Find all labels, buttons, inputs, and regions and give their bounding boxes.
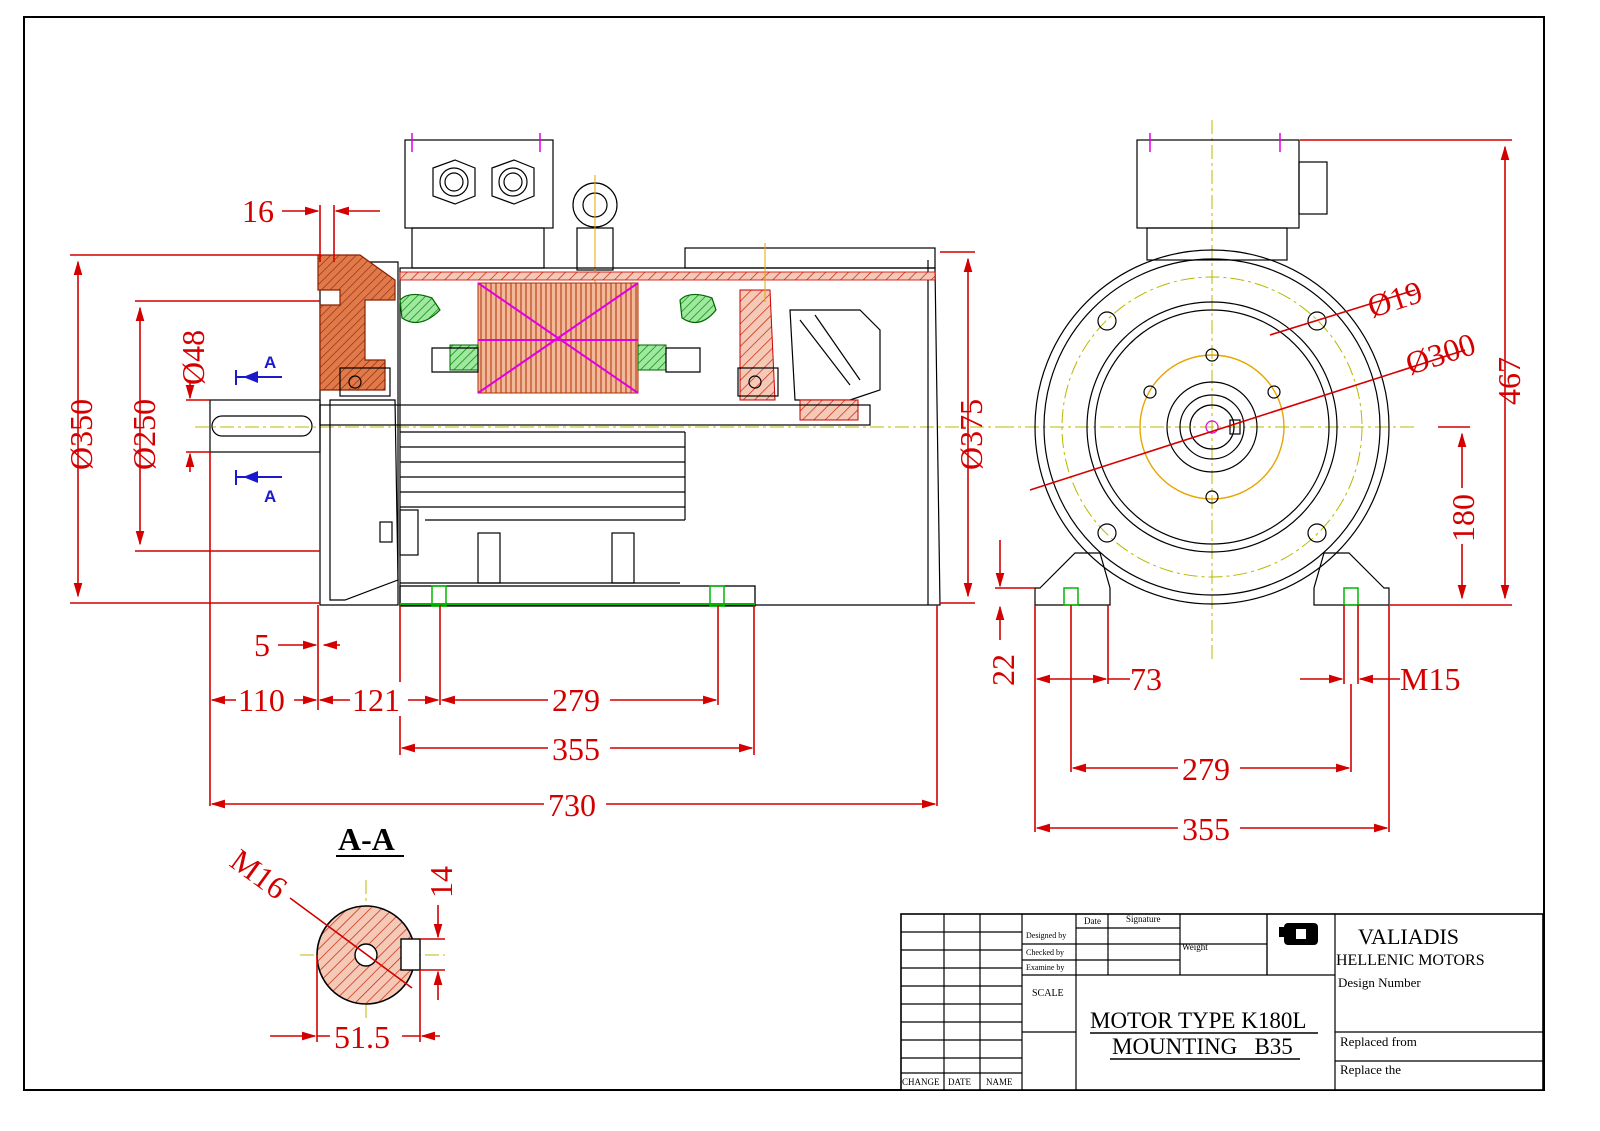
section-marker-label: A	[264, 487, 276, 506]
section-a-a: A-A M16 14 51.5	[224, 821, 459, 1055]
cable-gland-icon	[432, 159, 476, 205]
drawing-border	[23, 16, 1545, 1091]
tb-weight: Weight	[1182, 942, 1208, 952]
section-marker-top: A	[235, 353, 282, 385]
title-block: CHANGE DATE NAME Date Signature Designed…	[900, 913, 1544, 1091]
tb-motor-type: MOTOR TYPE K180L	[1090, 1008, 1306, 1033]
tb-signature: Signature	[1126, 914, 1161, 924]
section-marker-label: A	[264, 353, 276, 372]
dim-51-5: 51.5	[334, 1019, 390, 1055]
tb-company-subtitle: HELLENIC MOTORS	[1336, 952, 1485, 969]
tb-replaced-from: Replaced from	[1340, 1034, 1417, 1049]
tb-company-name: VALIADIS	[1358, 924, 1459, 949]
tb-mounting: MOUNTING B35	[1112, 1034, 1293, 1059]
dim-467: 467	[1491, 357, 1527, 405]
bolt-holes	[1097, 311, 1327, 543]
dim-d375: Ø375	[953, 399, 989, 470]
tb-design-number: Design Number	[1338, 975, 1421, 990]
dim-355-front: 355	[1182, 811, 1230, 847]
dim-14: 14	[423, 866, 459, 898]
dim-279-front: 279	[1182, 751, 1230, 787]
section-marker-bottom: A	[235, 470, 282, 506]
dim-d300: Ø300	[1401, 325, 1480, 381]
dim-22: 22	[985, 654, 1021, 686]
side-view-dimensions: 16 Ø350 Ø250 Ø48 Ø375 5	[63, 193, 989, 823]
dim-5: 5	[254, 627, 270, 663]
dim-110: 110	[238, 682, 285, 718]
dim-m16: M16	[224, 842, 294, 907]
front-view: Ø19 Ø300 467 180 22 73	[985, 120, 1527, 847]
tb-scale: SCALE	[1032, 988, 1064, 999]
dim-d19: Ø19	[1363, 273, 1427, 324]
tb-examined-by: Examine by	[1026, 963, 1064, 972]
tb-designed-by: Designed by	[1026, 931, 1066, 940]
company-logo-icon	[1279, 923, 1318, 945]
dim-355: 355	[552, 731, 600, 767]
dim-180: 180	[1445, 494, 1481, 542]
cable-gland-icon	[491, 159, 535, 205]
dim-121: 121	[352, 682, 400, 718]
front-view-dimensions: Ø19 Ø300 467 180 22 73	[985, 139, 1527, 847]
dim-m15: M15	[1400, 661, 1460, 697]
side-view: A A 16 Ø350 Ø250	[63, 133, 1010, 823]
dim-d48: Ø48	[175, 330, 211, 385]
tb-replace-the: Replace the	[1340, 1062, 1401, 1077]
tb-change: CHANGE	[902, 1077, 940, 1087]
dim-16: 16	[242, 193, 274, 229]
tb-date: Date	[1084, 916, 1101, 926]
section-title: A-A	[338, 821, 395, 857]
dim-d350: Ø350	[63, 399, 99, 470]
dim-73: 73	[1130, 661, 1162, 697]
tb-name: NAME	[986, 1077, 1013, 1087]
dim-730: 730	[548, 787, 596, 823]
lifting-eye-icon	[572, 175, 618, 290]
tb-checked-by: Checked by	[1026, 948, 1064, 957]
dim-d250: Ø250	[126, 399, 162, 470]
cooling-fins	[379, 431, 686, 584]
dim-279: 279	[552, 682, 600, 718]
tb-date-col: DATE	[948, 1077, 971, 1087]
